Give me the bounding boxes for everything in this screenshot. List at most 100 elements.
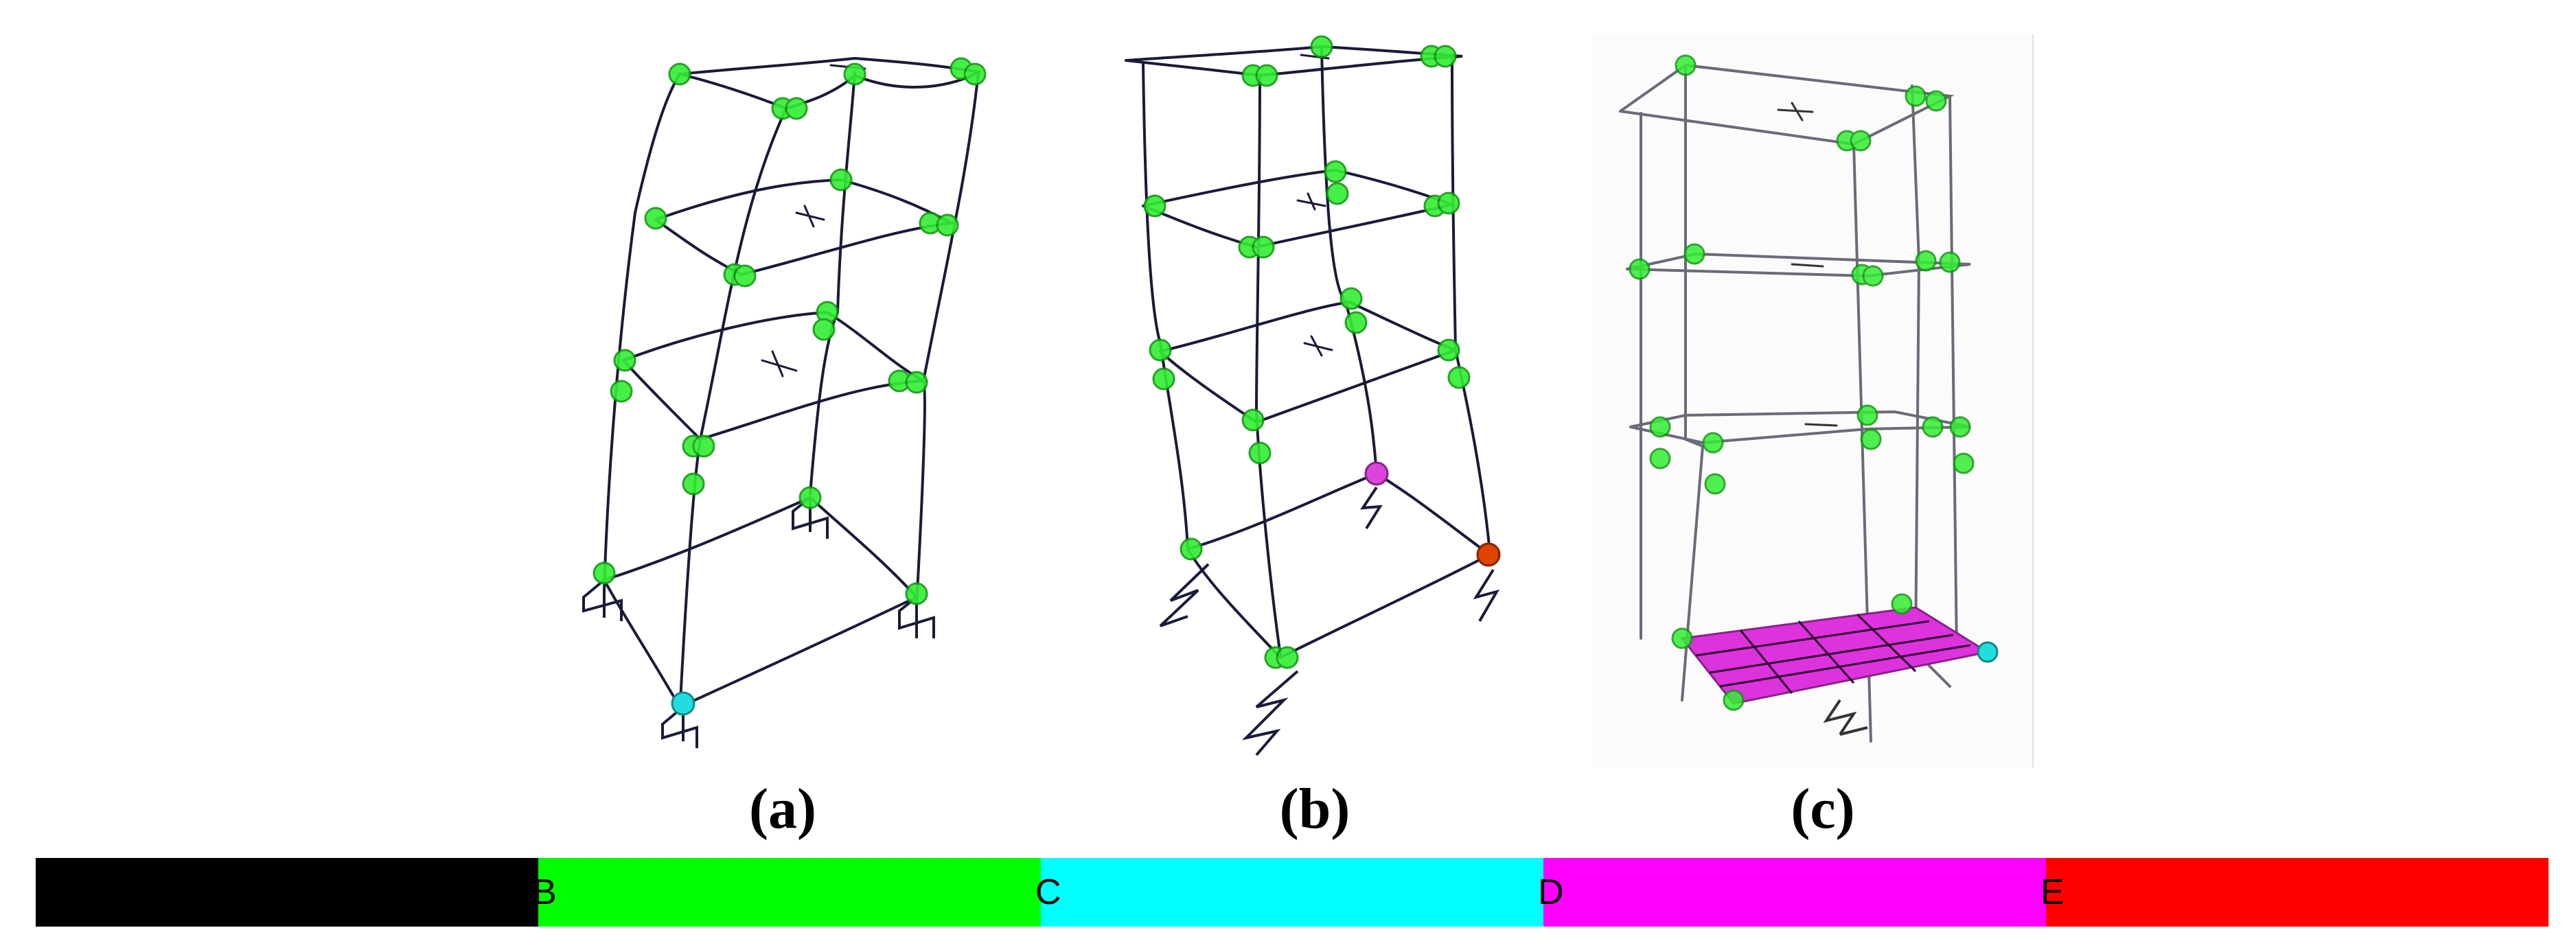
panel-c-hinges [1629, 54, 1975, 711]
hinge-B [829, 168, 853, 191]
hinge-B [1326, 182, 1349, 205]
legend-segment: D [1538, 858, 2046, 927]
hinge-B [1675, 54, 1697, 76]
hinge-B [1704, 473, 1726, 495]
hinge-B [1241, 408, 1265, 432]
hinge-B [1953, 452, 1975, 474]
hinge-B [843, 62, 866, 86]
panel-c-column [1948, 95, 1958, 653]
panel-b-beam [1125, 45, 1463, 78]
panel-a-column [809, 71, 856, 496]
pin-support-icon [582, 579, 623, 621]
spring-support-icon [1360, 486, 1383, 530]
panel-a-slab-mark [795, 205, 825, 228]
hinge-B [682, 472, 705, 496]
hinge-B [1683, 243, 1705, 265]
panel-a-beam [654, 178, 956, 277]
hinge-B [1149, 338, 1172, 362]
mat-slab [1680, 606, 1991, 705]
panel-c-column [1911, 84, 1951, 688]
hinge-B [798, 486, 822, 509]
panel-label-c: (c) [1791, 777, 1855, 841]
panel-b-slab-mark [1296, 192, 1326, 211]
panel-a-column [678, 107, 787, 715]
panel-a-beam [622, 310, 929, 441]
hinge-C [1977, 641, 1999, 663]
hinge-B [963, 62, 987, 86]
spring-support-icon [1159, 563, 1210, 627]
legend-segment: E [2040, 858, 2549, 927]
panel-b-column [1142, 62, 1189, 550]
panel-b-frame [1125, 45, 1493, 660]
legend-segment [36, 858, 538, 927]
hinge-D [1364, 461, 1389, 486]
hinge-B [1649, 448, 1671, 469]
legend-segment-label: B [533, 872, 557, 912]
hinge-B [692, 434, 715, 458]
hinge-B [1339, 287, 1363, 310]
hinge-B [1702, 432, 1724, 454]
hinge-B [668, 62, 691, 86]
hinge-B [1925, 90, 1947, 112]
hinge-B [1671, 627, 1693, 649]
spring-support-icon [1241, 670, 1299, 756]
hinge-B [1939, 251, 1961, 273]
hinge-B [1856, 404, 1878, 426]
panel-c-slab-mark [1791, 263, 1824, 268]
hinge-E [1476, 542, 1501, 567]
legend-segment-label: C [1035, 872, 1061, 912]
pin-support-icon [661, 706, 698, 748]
hinge-B [936, 213, 959, 237]
legend-segment: B [533, 858, 1041, 927]
panel-c-slab-mark [1804, 423, 1838, 427]
spring-support-icon [1823, 699, 1868, 736]
hinge-B [1850, 130, 1872, 152]
hinge-B [733, 264, 757, 288]
panel-c-beam [1626, 252, 1971, 278]
hinge-B [1862, 265, 1884, 287]
panel-a-hinges [593, 57, 987, 605]
panel-b-slab-mark [1300, 54, 1330, 60]
hinge-B [812, 318, 836, 341]
hinge-B [785, 97, 808, 120]
panel-a-beam [678, 56, 982, 111]
hinge-B [1143, 194, 1166, 218]
hinge-B [1180, 537, 1203, 561]
panel-b-springs [1159, 486, 1500, 756]
hinge-B [1437, 338, 1460, 362]
pin-support-icon [898, 596, 935, 638]
hinge-B [1152, 367, 1175, 391]
hinge-B [1905, 85, 1927, 107]
hinge-C [671, 691, 695, 716]
panel-c-column [1681, 64, 1705, 701]
hinge-B [1922, 416, 1944, 438]
panel-b-beam [1159, 300, 1460, 424]
hinge-B [613, 349, 636, 372]
panel-c-mat-foundation [1680, 606, 1991, 736]
hinge-B [610, 380, 633, 403]
hinge-B [1324, 160, 1347, 183]
hinge-B [1255, 64, 1278, 87]
hinge-B [905, 371, 928, 394]
hinge-B [1344, 311, 1368, 334]
panel-a-column [603, 73, 681, 592]
hinge-B [1276, 646, 1299, 669]
panel-a-supports [582, 496, 935, 748]
hinge-B [1252, 235, 1275, 259]
legend-segment-label: D [1538, 872, 1564, 912]
hinge-B [644, 207, 667, 230]
hinge-B [1437, 191, 1460, 215]
panel-a-column [915, 71, 980, 605]
panel-b-slab-mark [1303, 335, 1333, 357]
panel-c-beam [1619, 63, 1955, 146]
panel-label-b: (b) [1279, 777, 1350, 841]
hinge-B [1915, 250, 1937, 272]
legend-segment: C [1035, 858, 1543, 927]
hinge-B [1248, 441, 1272, 465]
panel-b-beam [1186, 472, 1493, 660]
panel-c-slab-mark [1777, 102, 1814, 121]
panel-a-slab-mark [761, 350, 798, 378]
panel-a-beam [603, 496, 919, 709]
panel-b-column [1320, 47, 1378, 475]
